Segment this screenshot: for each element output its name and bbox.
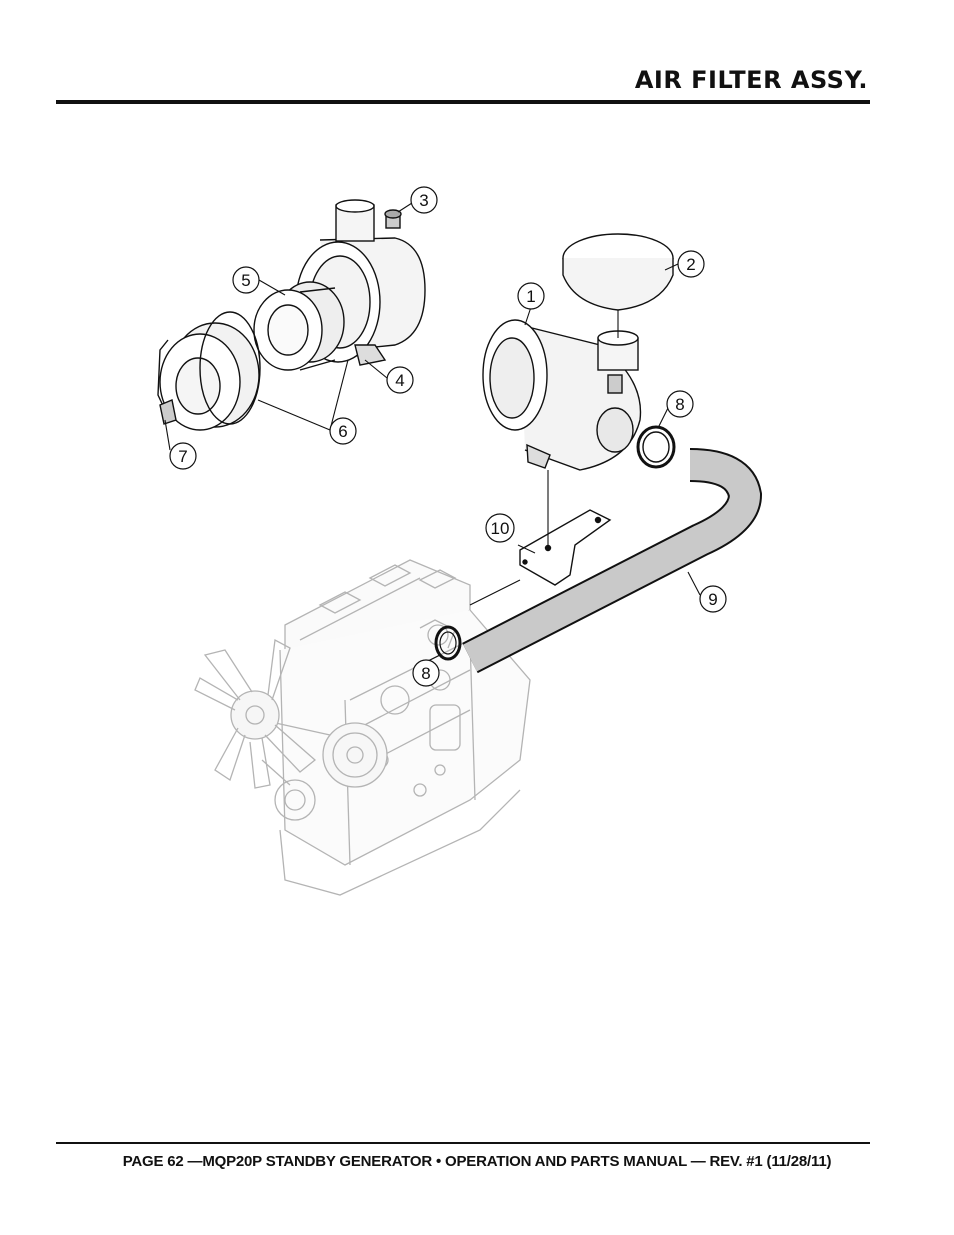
svg-text:7: 7 <box>178 447 187 466</box>
svg-text:8: 8 <box>421 664 430 683</box>
page-title: AIR FILTER ASSY. <box>634 66 868 94</box>
svg-text:2: 2 <box>686 255 695 274</box>
callout-1: 1 <box>517 282 545 310</box>
svg-text:1: 1 <box>526 287 535 306</box>
svg-text:10: 10 <box>491 519 510 538</box>
callout-10: 10 <box>485 513 515 543</box>
callout-2: 2 <box>677 250 705 278</box>
mounting-bracket <box>519 509 612 586</box>
callout-4: 4 <box>386 366 414 394</box>
svg-text:6: 6 <box>338 422 347 441</box>
svg-text:5: 5 <box>241 271 250 290</box>
hose-clamp-lower <box>434 625 462 661</box>
page-footer: PAGE 62 —MQP20P STANDBY GENERATOR • OPER… <box>122 1153 832 1170</box>
callout-5: 5 <box>232 266 260 294</box>
callout-9: 9 <box>699 585 727 613</box>
callout-8-upper: 8 <box>666 390 694 418</box>
svg-text:8: 8 <box>675 395 684 414</box>
callout-7: 7 <box>169 442 197 470</box>
callout-6: 6 <box>329 417 357 445</box>
footer-rule <box>56 1142 870 1144</box>
header-rule <box>56 100 870 104</box>
callout-3: 3 <box>410 186 438 214</box>
svg-text:9: 9 <box>708 590 717 609</box>
svg-text:4: 4 <box>395 371 404 390</box>
engine-illustration <box>194 559 531 896</box>
callout-8-lower: 8 <box>412 659 440 687</box>
leader-lines <box>164 202 701 663</box>
svg-text:3: 3 <box>419 191 428 210</box>
intake-hose <box>462 448 763 674</box>
filter-housing-exploded <box>157 199 426 431</box>
filter-housing-assembled <box>482 233 676 471</box>
